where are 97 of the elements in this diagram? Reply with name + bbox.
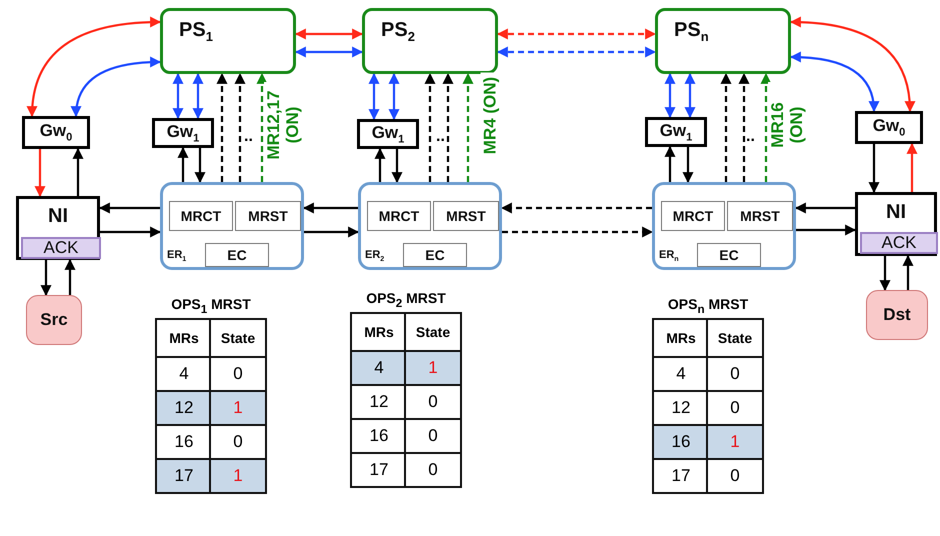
node-label: NI	[48, 205, 68, 228]
table-header-cell: State	[404, 312, 462, 352]
arrow	[27, 16, 162, 118]
arrow	[178, 146, 188, 182]
arrow	[294, 28, 364, 40]
arrow	[906, 142, 918, 192]
router-box	[358, 182, 502, 270]
arrow	[172, 72, 184, 120]
component-box: MRST	[433, 201, 499, 231]
arrow	[34, 149, 46, 198]
ack-box: ACK	[860, 232, 938, 254]
interface-box	[855, 192, 937, 256]
arrow	[368, 72, 380, 120]
switch-box: PS$_{1}$	[160, 8, 296, 74]
table-cell: 0	[706, 458, 764, 494]
gateway-box: Gw$_{1}$	[152, 118, 214, 148]
arrow	[684, 72, 696, 118]
node-label: ER$_{n}$	[659, 248, 679, 263]
arrow	[216, 72, 228, 182]
table-cell: 0	[404, 452, 462, 488]
component-box: EC	[697, 243, 761, 267]
table-cell: 0	[209, 424, 267, 460]
node-label: NI	[886, 201, 906, 224]
arrow	[392, 149, 402, 184]
arrow	[424, 72, 436, 182]
node-label: ER$_{1}$	[167, 248, 186, 263]
arrow	[500, 202, 652, 214]
arrow	[192, 72, 204, 120]
table-header-cell: State	[706, 318, 764, 358]
router-box	[652, 182, 796, 270]
table-cell: 1	[404, 350, 462, 386]
gateway-box: Gw$_{0}$	[22, 116, 90, 149]
table-header-cell: State	[209, 318, 267, 358]
arrow	[302, 202, 358, 214]
ellipsis-mark: ..	[436, 128, 445, 146]
component-box: MRCT	[367, 201, 431, 231]
arrow	[496, 46, 656, 58]
ellipsis-mark: ..	[244, 128, 253, 146]
endpoint-box: Src	[26, 295, 82, 345]
arrow	[902, 254, 914, 290]
table-cell: 1	[706, 424, 764, 460]
component-box: MRST	[727, 201, 793, 231]
gateway-box: Gw$_{1}$	[357, 119, 419, 149]
gateway-box: Gw$_{0}$	[855, 111, 923, 144]
arrow	[98, 202, 160, 214]
arrow	[234, 72, 246, 182]
arrow	[462, 72, 474, 182]
arrow	[682, 147, 694, 184]
arrow	[760, 72, 772, 182]
arrow	[256, 72, 268, 182]
arrow	[796, 224, 856, 236]
table-cell: 0	[209, 356, 267, 392]
arrow	[100, 226, 162, 238]
component-box: EC	[205, 243, 269, 267]
arrow	[72, 148, 84, 196]
arrow	[738, 72, 750, 182]
ack-box: ACK	[21, 237, 101, 259]
router-box	[160, 182, 304, 270]
arrow	[790, 16, 915, 112]
arrow	[496, 28, 656, 40]
table-title: OPS$_{2}$ MRST	[365, 290, 447, 310]
table-cell: 0	[404, 384, 462, 420]
component-box: MRST	[235, 201, 301, 231]
arrow	[194, 148, 206, 184]
table-cell: 0	[706, 390, 764, 426]
arrow	[442, 72, 454, 182]
arrow	[720, 72, 732, 182]
arrow	[388, 72, 400, 120]
component-box: EC	[403, 243, 467, 267]
arrow	[790, 52, 879, 112]
switch-box: PS$_{n}$	[655, 8, 791, 74]
arrow	[868, 144, 880, 194]
component-box: MRCT	[169, 201, 233, 231]
table-cell: 0	[404, 418, 462, 454]
arrow	[502, 226, 654, 238]
gateway-box: Gw$_{1}$	[645, 117, 707, 147]
arrow	[40, 260, 52, 296]
endpoint-box: Dst	[866, 290, 928, 340]
arrow	[294, 46, 364, 58]
arrow	[374, 148, 386, 182]
switch-box: PS$_{2}$	[362, 8, 498, 74]
table-title: OPS$_{n}$ MRST	[666, 296, 750, 316]
node-label: ER$_{2}$	[365, 248, 384, 263]
arrow	[304, 226, 360, 238]
table-cell: 1	[209, 390, 267, 426]
table-title: OPS$_{1}$ MRST	[170, 296, 252, 316]
interface-box	[16, 196, 100, 260]
arrow	[880, 256, 890, 292]
arrow	[71, 56, 162, 118]
component-box: MRCT	[661, 201, 725, 231]
table-cell: 0	[706, 356, 764, 392]
arrow	[64, 258, 76, 295]
arrow	[794, 202, 855, 214]
arrow	[664, 72, 676, 118]
arrow	[664, 146, 676, 182]
ellipsis-mark: ..	[746, 128, 755, 146]
table-cell: 1	[209, 458, 267, 494]
